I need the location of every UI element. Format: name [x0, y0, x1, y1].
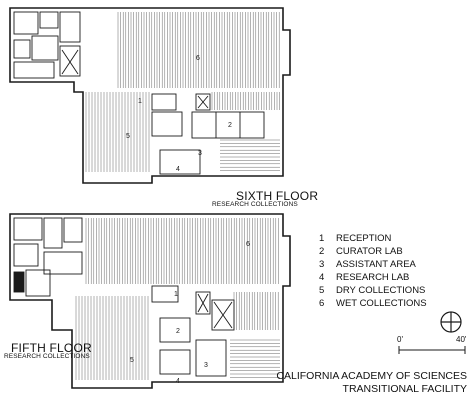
fifth-southeast-stack-zone — [230, 339, 280, 378]
room-labels: 1 2 3 4 5 6 1 2 3 4 5 6 — [126, 55, 250, 385]
legend-item: 3 ASSISTANT AREA — [319, 258, 427, 271]
sixth-floor-plan — [9, 7, 291, 184]
sixth-room-label-2: 2 — [228, 122, 232, 129]
sixth-floor-outline — [9, 7, 291, 184]
org-name: CALIFORNIA ACADEMY OF SCIENCES — [276, 370, 467, 382]
sixth-room-label-4: 4 — [176, 166, 180, 173]
legend-label: ASSISTANT AREA — [336, 259, 416, 270]
sixth-floor-title: SIXTH FLOOR — [236, 189, 319, 203]
fifth-room-label-5: 5 — [130, 357, 134, 364]
legend-label: RECEPTION — [336, 233, 392, 244]
legend-label: WET COLLECTIONS — [336, 298, 427, 309]
legend-label: RESEARCH LAB — [336, 272, 410, 283]
legend-label: CURATOR LAB — [336, 246, 403, 257]
fifth-service-core — [13, 217, 83, 297]
scale-bar — [398, 346, 466, 354]
fifth-room-label-2: 2 — [176, 328, 180, 335]
sixth-room-label-1: 1 — [138, 98, 142, 105]
legend-number: 4 — [319, 272, 325, 283]
fifth-room-label-6: 6 — [246, 241, 250, 248]
fifth-west-stack-zone — [75, 296, 149, 380]
sixth-north-stack-zone — [117, 12, 280, 88]
legend-number: 2 — [319, 246, 325, 257]
org-title: CALIFORNIA ACADEMY OF SCIENCES TRANSITIO… — [276, 370, 467, 396]
sixth-labs — [151, 93, 265, 175]
sixth-room-label-5: 5 — [126, 133, 130, 140]
sixth-west-stack-zone — [85, 92, 150, 172]
legend-item: 1 RECEPTION — [319, 232, 427, 245]
sixth-service-core — [13, 11, 81, 79]
sixth-room-label-6: 6 — [196, 55, 200, 62]
fifth-room-label-3: 3 — [204, 362, 208, 369]
fifth-room-label-1: 1 — [174, 291, 178, 298]
sixth-room-label-3: 3 — [198, 150, 202, 157]
fifth-floor-subtitle: RESEARCH COLLECTIONS — [4, 353, 90, 360]
fifth-floor-plan — [9, 213, 291, 389]
legend-item: 4 RESEARCH LAB — [319, 271, 427, 284]
fifth-labs — [151, 285, 235, 377]
legend-number: 6 — [319, 298, 325, 309]
fifth-floor-outline — [9, 213, 291, 389]
legend-item: 2 CURATOR LAB — [319, 245, 427, 258]
legend-item: 5 DRY COLLECTIONS — [319, 284, 427, 297]
fifth-east-stack-zone — [233, 292, 279, 330]
scale-start-label: 0' — [397, 335, 403, 344]
legend-number: 1 — [319, 233, 325, 244]
fifth-floor-title: FIFTH FLOOR — [11, 341, 92, 355]
sixth-floor-subtitle: RESEARCH COLLECTIONS — [212, 201, 298, 208]
legend-item: 6 WET COLLECTIONS — [319, 297, 427, 310]
legend-label: DRY COLLECTIONS — [336, 285, 426, 296]
fifth-north-stack-zone — [85, 218, 279, 284]
facility-name: TRANSITIONAL FACILITY — [342, 383, 467, 395]
legend-number: 3 — [319, 259, 325, 270]
legend-number: 5 — [319, 285, 325, 296]
fifth-room-label-4: 4 — [176, 378, 180, 385]
north-arrow-icon — [440, 311, 462, 333]
scale-end-label: 40' — [456, 335, 467, 344]
sixth-east-stack-zone — [211, 92, 280, 110]
sixth-southeast-stack-zone — [220, 139, 280, 171]
